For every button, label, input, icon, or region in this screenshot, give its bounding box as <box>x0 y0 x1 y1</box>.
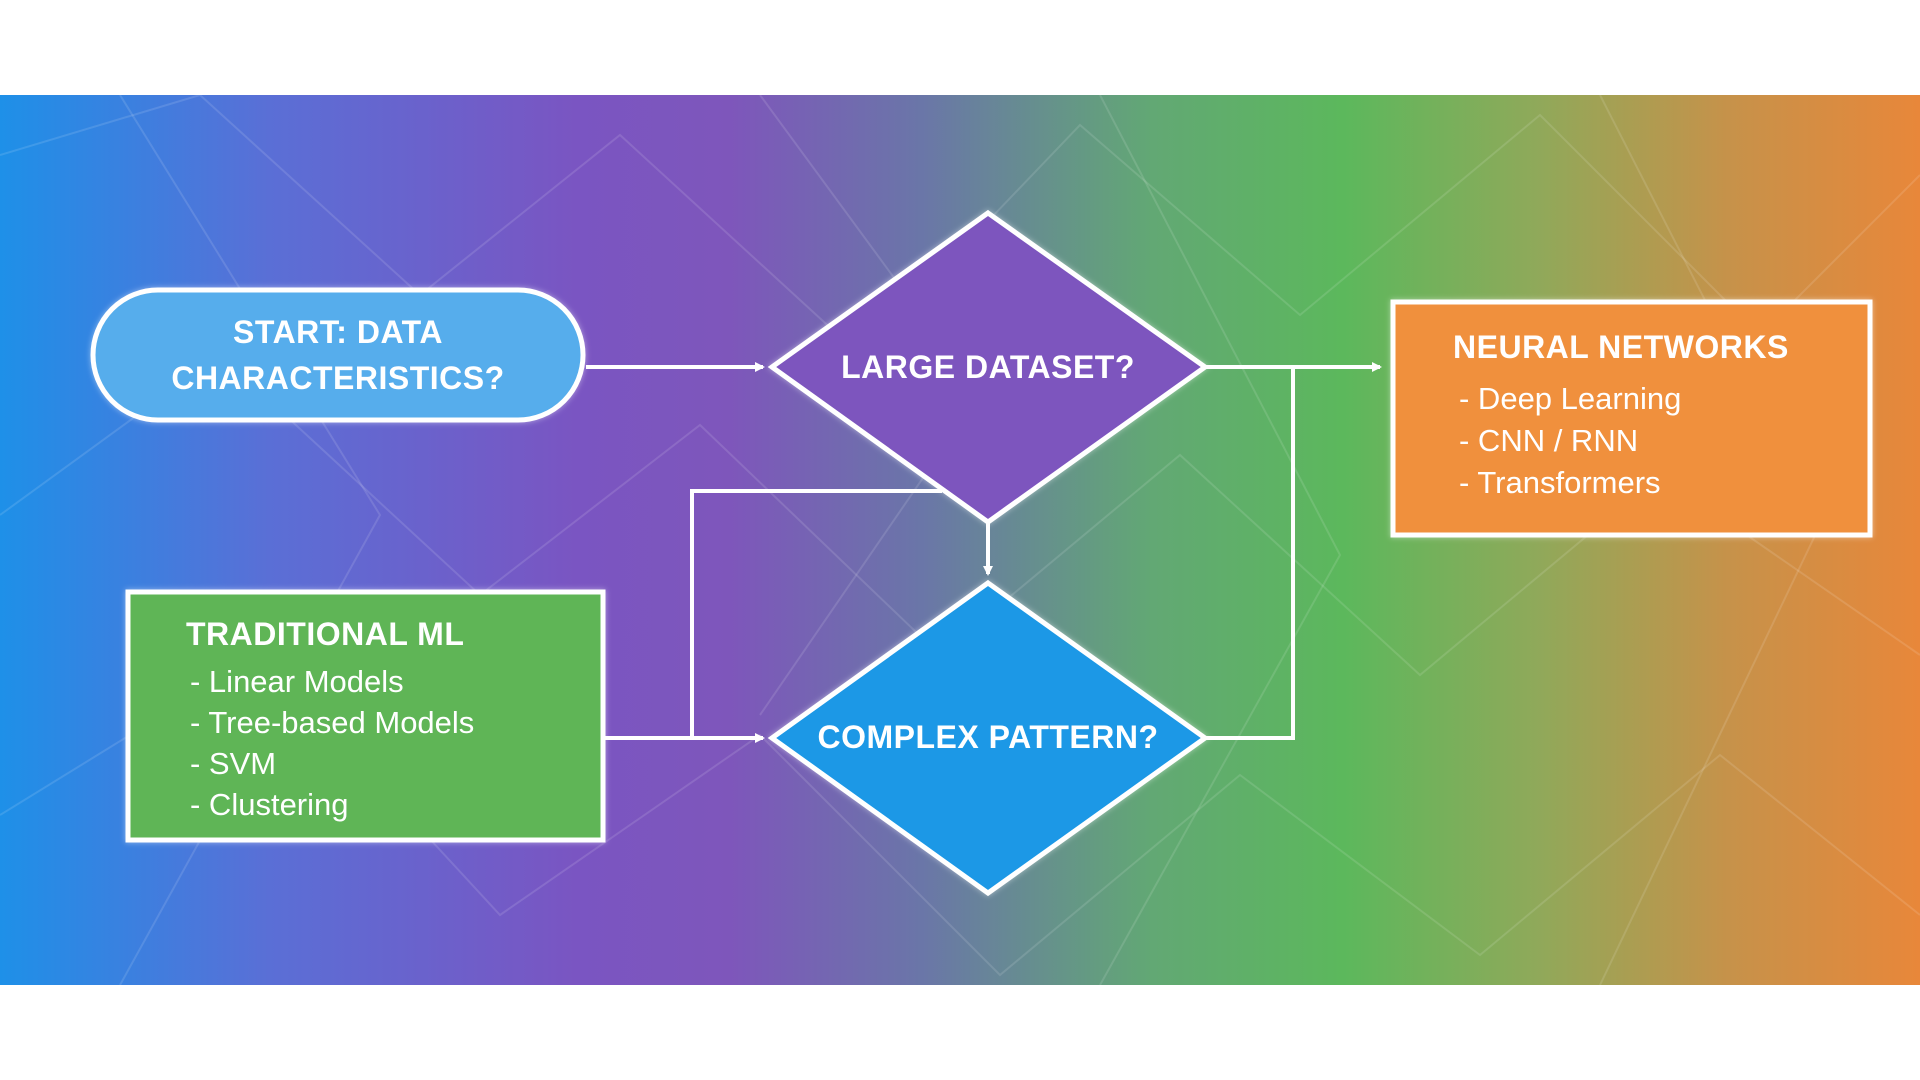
neural-networks-item: - Transformers <box>1459 465 1661 500</box>
traditional-ml-item: - SVM <box>190 746 276 781</box>
connectors <box>586 362 1382 743</box>
start-node: START: DATA CHARACTERISTICS? <box>90 287 586 423</box>
neural-networks-title: NEURAL NETWORKS <box>1453 329 1789 365</box>
neural-networks-item: - CNN / RNN <box>1459 423 1638 458</box>
decision-complex-pattern-shape <box>767 579 1210 897</box>
decision-large-dataset-shape <box>767 209 1210 526</box>
connector-large-to-traditional-loop <box>690 489 942 738</box>
neural-networks-box-shape <box>1390 299 1873 538</box>
start-node-line1: START: DATA <box>233 314 443 350</box>
neural-networks-box: NEURAL NETWORKS - Deep Learning - CNN / … <box>1390 299 1873 538</box>
connector-complex-to-neural <box>1205 367 1295 740</box>
traditional-ml-item: - Tree-based Models <box>190 705 474 740</box>
decision-large-dataset: LARGE DATASET? <box>767 209 1210 526</box>
traditional-ml-item: - Linear Models <box>190 664 404 699</box>
traditional-ml-title: TRADITIONAL ML <box>186 616 464 652</box>
traditional-ml-item: - Clustering <box>190 787 349 822</box>
traditional-ml-box-shape <box>125 589 606 843</box>
traditional-ml-box: TRADITIONAL ML - Linear Models - Tree-ba… <box>125 589 606 843</box>
neural-networks-item: - Deep Learning <box>1459 381 1681 416</box>
decision-large-dataset-label: LARGE DATASET? <box>841 349 1135 385</box>
start-node-shape <box>90 287 586 423</box>
start-node-line2: CHARACTERISTICS? <box>171 360 504 396</box>
decision-complex-pattern: COMPLEX PATTERN? <box>767 579 1210 897</box>
decision-complex-pattern-label: COMPLEX PATTERN? <box>817 719 1158 755</box>
